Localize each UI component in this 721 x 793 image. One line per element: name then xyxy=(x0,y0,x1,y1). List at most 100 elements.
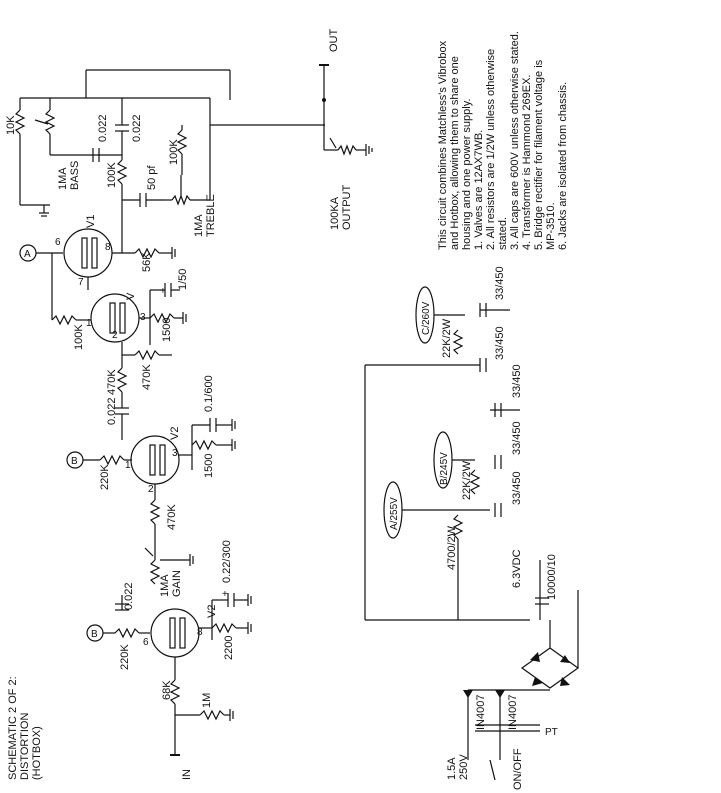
tone-stack: 10K 1MA BASS 0.022 0.022 100K 50 pf xyxy=(5,69,325,237)
fuse-rating-b: 250V xyxy=(458,754,470,780)
capacitor-0022-c-label: 0.022 xyxy=(106,397,118,425)
resistor-22k-b xyxy=(469,469,481,495)
v2b-pin8: 8 xyxy=(197,627,203,638)
resistor-22k-c-label: 22K/2W xyxy=(441,318,453,358)
note-2b: stated. xyxy=(497,217,509,250)
notes-intro-3: housing and one power supply. xyxy=(461,99,473,250)
resistor-220k-v2a-label: 220K xyxy=(99,464,111,490)
v2a-pin2: 2 xyxy=(148,484,154,495)
bass-pot-value: 1MA xyxy=(57,167,69,190)
node-a-supply-label: A/255V xyxy=(389,497,400,530)
resistor-100k-tone-label: 100K xyxy=(106,162,118,188)
output-pot[interactable] xyxy=(337,144,357,156)
title-line-3: (HOTBOX) xyxy=(31,726,43,780)
resistor-1500-v1 xyxy=(149,312,175,324)
resistor-100k-treble xyxy=(176,129,188,155)
diode-1 xyxy=(463,690,473,698)
resistor-56k xyxy=(134,247,160,259)
resistor-10k xyxy=(14,109,26,135)
in-label: IN xyxy=(181,769,193,780)
resistor-470k-series xyxy=(116,367,128,393)
node-a-label: A xyxy=(24,249,31,260)
capacitor-33-450-4-label: 33/450 xyxy=(511,421,523,455)
v2a-pin1: 1 xyxy=(125,460,131,471)
v1-pin1: 1 xyxy=(86,318,92,329)
resistor-470k-series-label: 470K xyxy=(106,369,118,395)
output-section: OUT 100KA OUTPUT xyxy=(319,29,373,231)
note-4: 4. Transformer is Hammond 269EX. xyxy=(521,75,533,250)
fuse-rating-a: 1.5A xyxy=(446,757,458,780)
capacitor-0022-b-label: 0.022 xyxy=(131,114,143,142)
gain-pot-name: GAIN xyxy=(171,570,183,597)
resistor-470k-plate xyxy=(134,349,160,361)
notes-intro-1: This circuit combines Matchless's Vibrob… xyxy=(437,40,449,250)
out-label: OUT xyxy=(328,29,340,53)
vdc-label: 6.3VDC xyxy=(511,549,523,588)
v1b-label: V xyxy=(125,292,137,300)
v2a-label: V2 xyxy=(169,427,181,440)
output-pot-name: OUTPUT xyxy=(341,185,353,231)
resistor-1m-label: 1M xyxy=(201,693,213,708)
capacitor-01-600-label: 0.1/600 xyxy=(203,375,215,412)
resistor-1m xyxy=(199,709,225,721)
resistor-100k-tone xyxy=(116,159,128,185)
capacitor-33-450-2-label: 33/450 xyxy=(494,326,506,360)
resistor-1500-v1-label: 1500 xyxy=(161,318,173,342)
power-switch[interactable] xyxy=(489,759,496,781)
node-c-label: C/260V xyxy=(421,301,432,335)
v1-pin8: 8 xyxy=(105,242,111,253)
note-6: 6. Jacks are isolated from chassis. xyxy=(557,82,569,250)
capacitor-0022-a-label: 0.022 xyxy=(97,114,109,142)
diode-1-label: IN4007 xyxy=(475,695,487,730)
capacitor-0022-d-label: 0.022 xyxy=(123,582,135,610)
capacitor-10000-label: 10000/10 xyxy=(546,554,558,600)
capacitor-50pf-label: 50 pf xyxy=(146,165,158,190)
note-5a: 5. Bridge rectifier for filament voltage… xyxy=(533,59,545,250)
capacitor-33-450-3-label: 33/450 xyxy=(511,364,523,398)
resistor-1500-v2a-label: 1500 xyxy=(203,454,215,478)
resistor-2200-label: 2200 xyxy=(223,636,235,660)
diode-2-label: IN4007 xyxy=(507,695,519,730)
note-3: 3. All caps are 600V unless otherwise st… xyxy=(509,31,521,250)
resistor-4700 xyxy=(452,514,464,540)
bass-pot-name: BASS xyxy=(69,161,81,190)
v2a-pin3: 3 xyxy=(172,448,178,459)
v2-first-stage: B 220K V2 1 2 3 0.1/600 1500 470K xyxy=(66,375,236,611)
node-b-label-1: B xyxy=(71,456,78,467)
resistor-10k-label: 10K xyxy=(5,115,17,135)
resistor-220k-v2b-label: 220K xyxy=(119,644,131,670)
title-line-2: DISTORTION xyxy=(19,713,31,780)
note-1: 1. Valves are 12AX7WB. xyxy=(473,130,485,250)
diode-2 xyxy=(495,690,505,698)
notes-intro-2: and Hotbox, allowing them to share one xyxy=(449,56,461,250)
resistor-68k xyxy=(169,679,181,705)
v2b-pin6: 6 xyxy=(143,637,149,648)
gain-pot[interactable] xyxy=(149,559,161,585)
resistor-470k-v2a-label: 470K xyxy=(166,504,178,530)
resistor-22k-b-label: 22K/2W xyxy=(461,460,473,500)
treble-pot[interactable] xyxy=(171,194,191,206)
notes-block: This circuit combines Matchless's Vibrob… xyxy=(437,31,569,250)
resistor-2200 xyxy=(211,622,237,634)
bridge-rectifier xyxy=(520,647,580,689)
node-b-supply-label: B/245V xyxy=(439,452,450,485)
schematic-title: SCHEMATIC 2 OF 2: DISTORTION (HOTBOX) xyxy=(7,676,43,780)
v1-pin6: 6 xyxy=(55,237,61,248)
switch-label: ON/OFF xyxy=(512,748,524,790)
svg-text:+: + xyxy=(222,589,228,600)
resistor-100k-grid-label: 100K xyxy=(73,324,85,350)
svg-text:+: + xyxy=(160,286,166,297)
resistor-100k-treble-label: 100K xyxy=(168,139,180,165)
capacitor-33-450-1-label: 33/450 xyxy=(494,266,506,300)
treble-pot-value: 1MA xyxy=(193,214,205,237)
capacitor-1-50-label: 1/50 xyxy=(177,269,189,290)
bass-pot[interactable] xyxy=(44,109,56,135)
treble-pot-name: TREBLE xyxy=(205,194,217,237)
capacitor-33-450-5-label: 33/450 xyxy=(511,471,523,505)
note-5b: MP-3510. xyxy=(545,202,557,250)
node-b-label-2: B xyxy=(91,629,98,640)
v1-pin2: 2 xyxy=(112,330,118,341)
v1-stage: A 6 8 7 V1 56K V 1 2 3 100K + 1/50 xyxy=(19,215,189,440)
resistor-1500-v2a xyxy=(191,439,217,451)
